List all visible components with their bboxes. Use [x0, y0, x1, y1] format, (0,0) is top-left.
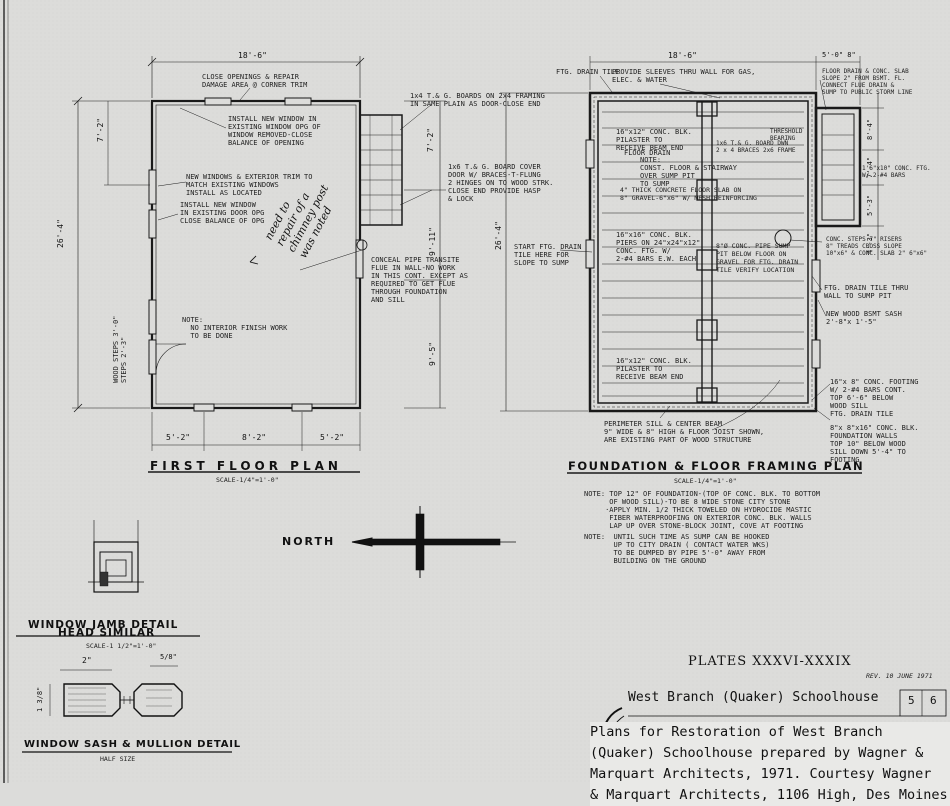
fp-dim-top: 18'-6" — [668, 51, 697, 60]
fp-dim-right-1: 8'-4" — [866, 118, 874, 140]
fp-dim-left: 26'-4" — [494, 221, 503, 250]
ff-dim-left-upper: 7'-2" — [96, 117, 105, 142]
fp-note-const: NOTE: CONST. FLOOR & STAIRWAY OVER SUMP … — [640, 156, 737, 188]
ff-note-tg-boards: 1x4 T.& G. BOARDS ON 2x4 FRAMING IN SAME… — [410, 92, 545, 108]
caption-line-1: Plans for Restoration of West Branch — [590, 724, 883, 740]
north-arrow — [351, 506, 516, 578]
fp-note-pipe-sump: 8"Ø CONC. PIPE SUMP PIT BELOW FLOOR ON G… — [716, 242, 799, 274]
window-sash-mullion-detail — [22, 665, 232, 753]
fp-note-pilaster-bottom: 16"x12" CONC. BLK. PILASTER TO RECEIVE B… — [616, 357, 692, 381]
architectural-sheet — [0, 0, 950, 783]
sash-dim-2: 2" — [82, 656, 92, 665]
fp-note-tg-board-dwn: 1x6 T.& G. BOARD DWN 2 x 4 BRACES 2x6 FR… — [716, 140, 796, 154]
sash-dim-138: 1 3/8" — [36, 686, 44, 712]
fp-note-foundation-walls: 8"x 8"x16" CONC. BLK. FOUNDATION WALLS T… — [830, 424, 919, 464]
revision-date: REV. 10 JUNE 1971 — [866, 672, 933, 680]
fp-note-sleeves: PROVIDE SLEEVES THRU WALL FOR GAS, ELEC.… — [612, 68, 756, 84]
fp-note-conc-steps: CONC. STEPS 7" RISERS 8" TREADS CROSS SL… — [826, 236, 928, 257]
first-floor-plan — [72, 56, 446, 473]
fp-note-wood-sash: NEW WOOD BSMT SASH 2'-8"x 1'-5" — [826, 310, 902, 326]
window-jamb-subtitle: HEAD SIMILAR — [58, 627, 156, 639]
window-jamb-title: WINDOW JAMB DETAIL — [28, 619, 179, 631]
fp-note-conc-ftg-stair: 1'6"x10" CONC. FTG. W/ 2-#4 BARS — [862, 165, 931, 179]
ff-note-install-window-door: INSTALL NEW WINDOW IN EXISTING DOOR OPG … — [180, 201, 265, 225]
schoolhouse-title: West Branch (Quaker) Schoolhouse — [628, 690, 879, 705]
ff-dim-bottom-1: 5'-2" — [166, 433, 191, 442]
caption-line-4: & Marquart Architects, 1106 High, Des Mo… — [590, 787, 948, 803]
window-jamb-scale: SCALE-1 1/2"=1'-0" — [86, 642, 157, 650]
fp-dim-right-3: 5'-3" — [866, 194, 874, 216]
ff-dim-right-mid: 9'-11" — [428, 227, 437, 256]
first-floor-plan-scale: SCALE-1/4"=1'-0" — [216, 476, 279, 484]
fp-note-piers: 16"x16" CONC. BLK. PIERS ON 24"x24"x12" … — [616, 231, 701, 263]
fp-note-conc-footing: 16"x 8" CONC. FOOTING W/ 2-#4 BARS CONT.… — [830, 378, 919, 410]
sheet-number: 5 — [908, 694, 915, 707]
ff-note-install-window: INSTALL NEW WINDOW IN EXISTING WINDOW OP… — [228, 115, 321, 147]
fp-note-perimeter-sill: PERIMETER SILL & CENTER BEAM 9" WIDE & 8… — [604, 420, 765, 444]
ff-note-tg-board-cover: 1x6 T.& G. BOARD COVER DOOR W/ BRACES-T-… — [448, 163, 554, 203]
fp-note-drain-tile-top: FTG. DRAIN TILE — [556, 68, 620, 76]
ff-dim-top: 18'-6" — [238, 51, 267, 60]
north-label: NORTH — [282, 535, 336, 548]
first-floor-plan-title: FIRST FLOOR PLAN — [150, 459, 342, 473]
title-block — [602, 689, 947, 743]
foundation-plan-scale: SCALE-1/4"=1'-0" — [674, 477, 737, 485]
sash-dim-58: 5/8" — [160, 653, 177, 661]
foundation-note-block-1: NOTE: TOP 12" OF FOUNDATION-(TOP OF CONC… — [584, 490, 821, 530]
ff-note-new-windows: NEW WINDOWS & EXTERIOR TRIM TO MATCH EXI… — [186, 173, 313, 197]
ff-note-close-openings: CLOSE OPENINGS & REPAIR DAMAGE AREA @ CO… — [202, 73, 308, 89]
fp-note-drain-tile-wall: FTG. DRAIN TILE THRU WALL TO SUMP PIT — [824, 284, 909, 300]
ff-dim-left-total: 26'-4" — [56, 219, 65, 248]
fp-note-pilaster-top: 16"x12" CONC. BLK. PILASTER TO RECEIVE B… — [616, 128, 692, 152]
foundation-note-block-2: NOTE: UNTIL SUCH TIME AS SUMP CAN BE HOO… — [584, 533, 770, 565]
ff-dim-right-lower: 9'-5" — [428, 341, 437, 366]
window-jamb-detail — [16, 520, 200, 637]
fp-note-floor-drain-inner: FLOOR DRAIN — [624, 149, 671, 157]
window-sash-title: WINDOW SASH & MULLION DETAIL — [24, 739, 241, 750]
ff-note-conceal-pipe: CONCEAL PIPE TRANSITE FLUE IN WALL-NO WO… — [371, 256, 468, 304]
fp-note-drain-tile-bottom: FTG. DRAIN TILE — [830, 410, 894, 418]
caption-line-3: Marquart Architects, 1971. Courtesy Wagn… — [590, 766, 932, 782]
ff-dim-right-upper: 7'-2" — [426, 127, 435, 152]
caption-line-2: (Quaker) Schoolhouse prepared by Wagner … — [590, 745, 924, 761]
ff-note-interior: NOTE: NO INTERIOR FINISH WORK TO BE DONE — [182, 316, 288, 340]
caption: Plans for Restoration of West Branch (Qu… — [590, 722, 950, 806]
foundation-plan-title: FOUNDATION & FLOOR FRAMING PLAN — [568, 459, 865, 473]
fp-note-gravel: 4" THICK CONCRETE FLOOR SLAB ON 8" GRAVE… — [620, 186, 757, 202]
window-sash-scale: HALF SIZE — [100, 755, 136, 763]
fp-dim-top-right: 5'-0" 8" — [822, 51, 856, 59]
ff-note-wood-steps: WOOD STEPS 3'-0" STEPS 2'-3" — [112, 315, 128, 383]
plates-label: PLATES XXXVI-XXXIX — [688, 654, 852, 669]
ff-dim-bottom-3: 5'-2" — [320, 433, 345, 442]
fp-note-start-ftg: START FTG. DRAIN TILE HERE FOR SLOPE TO … — [514, 243, 582, 267]
ff-dim-bottom-2: 8'-2" — [242, 433, 267, 442]
foundation-plan — [500, 56, 884, 474]
sheet-total: 6 — [930, 694, 937, 707]
fp-note-floor-drain: FLOOR DRAIN & CONC. SLAB SLOPE 2" FROM B… — [822, 68, 913, 96]
fp-note-threshold: THRESHOLD BEARING — [770, 128, 803, 142]
